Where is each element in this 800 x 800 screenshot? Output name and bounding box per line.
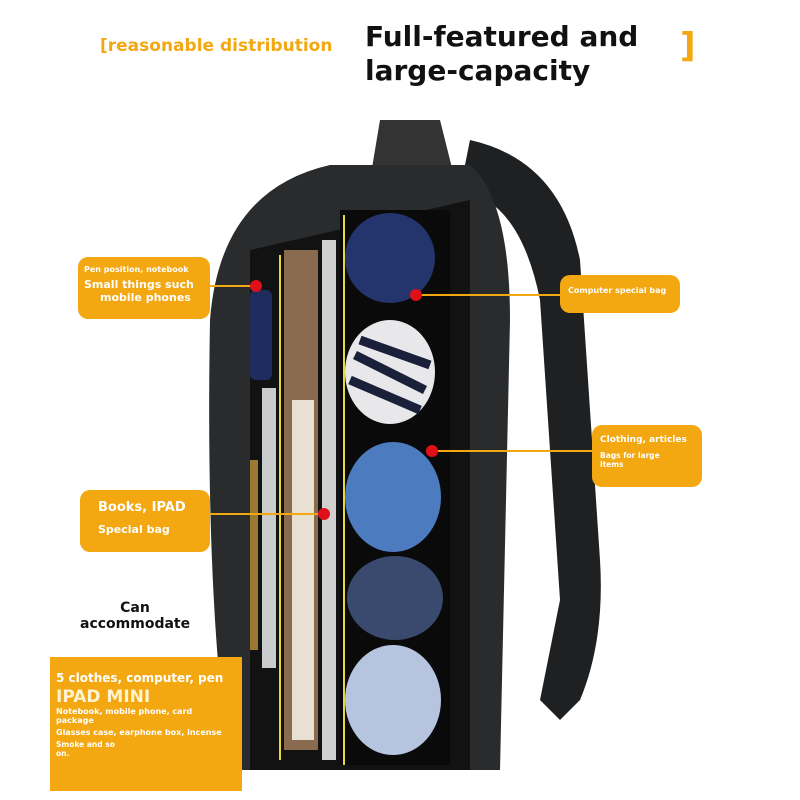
callout-text: Special bag: [98, 523, 170, 536]
heading-line: Can: [120, 600, 150, 616]
heading-line: accommodate: [80, 616, 191, 632]
callout-text: Bags for large: [600, 451, 660, 460]
callout-computer-bag: Computer special bag: [560, 275, 680, 313]
pointer-line: [210, 513, 320, 515]
capacity-box: 5 clothes, computer, pen IPAD MINI Noteb…: [50, 657, 242, 791]
capacity-text: Smoke and so on.: [56, 740, 115, 758]
callout-clothing: Clothing, articles Bags for large items: [592, 425, 702, 487]
pointer-line: [210, 285, 258, 287]
callout-text: Clothing, articles: [600, 435, 687, 445]
callout-text: mobile phones: [100, 291, 191, 304]
page-title: Full-featured and large-capacity: [365, 20, 638, 88]
marker-dot: [318, 508, 330, 520]
callout-text: Pen position, notebook: [84, 265, 189, 274]
title-line-2: large-capacity: [365, 54, 591, 87]
bracket: ]: [680, 26, 696, 66]
capacity-text: Notebook, mobile phone, card package: [56, 707, 193, 725]
pointer-line: [432, 450, 592, 452]
capacity-text: IPAD MINI: [56, 687, 151, 707]
callout-pen-position: Pen position, notebook Small things such…: [78, 257, 210, 319]
callout-text: Small things such: [84, 278, 194, 291]
title-line-1: Full-featured and: [365, 20, 639, 53]
capacity-text: 5 clothes, computer, pen: [56, 671, 224, 685]
callout-books: Books, IPAD Special bag: [80, 490, 210, 552]
marker-dot: [410, 289, 422, 301]
marker-dot: [250, 280, 262, 292]
pointer-line: [420, 294, 560, 296]
marker-dot: [426, 445, 438, 457]
callout-text: items: [600, 460, 624, 469]
subtitle: [reasonable distribution: [100, 36, 333, 56]
capacity-heading: Can accommodate: [80, 600, 190, 632]
capacity-text: Glasses case, earphone box, incense: [56, 728, 222, 737]
callout-text: Books, IPAD: [98, 500, 186, 515]
callout-text: Computer special bag: [568, 286, 667, 295]
